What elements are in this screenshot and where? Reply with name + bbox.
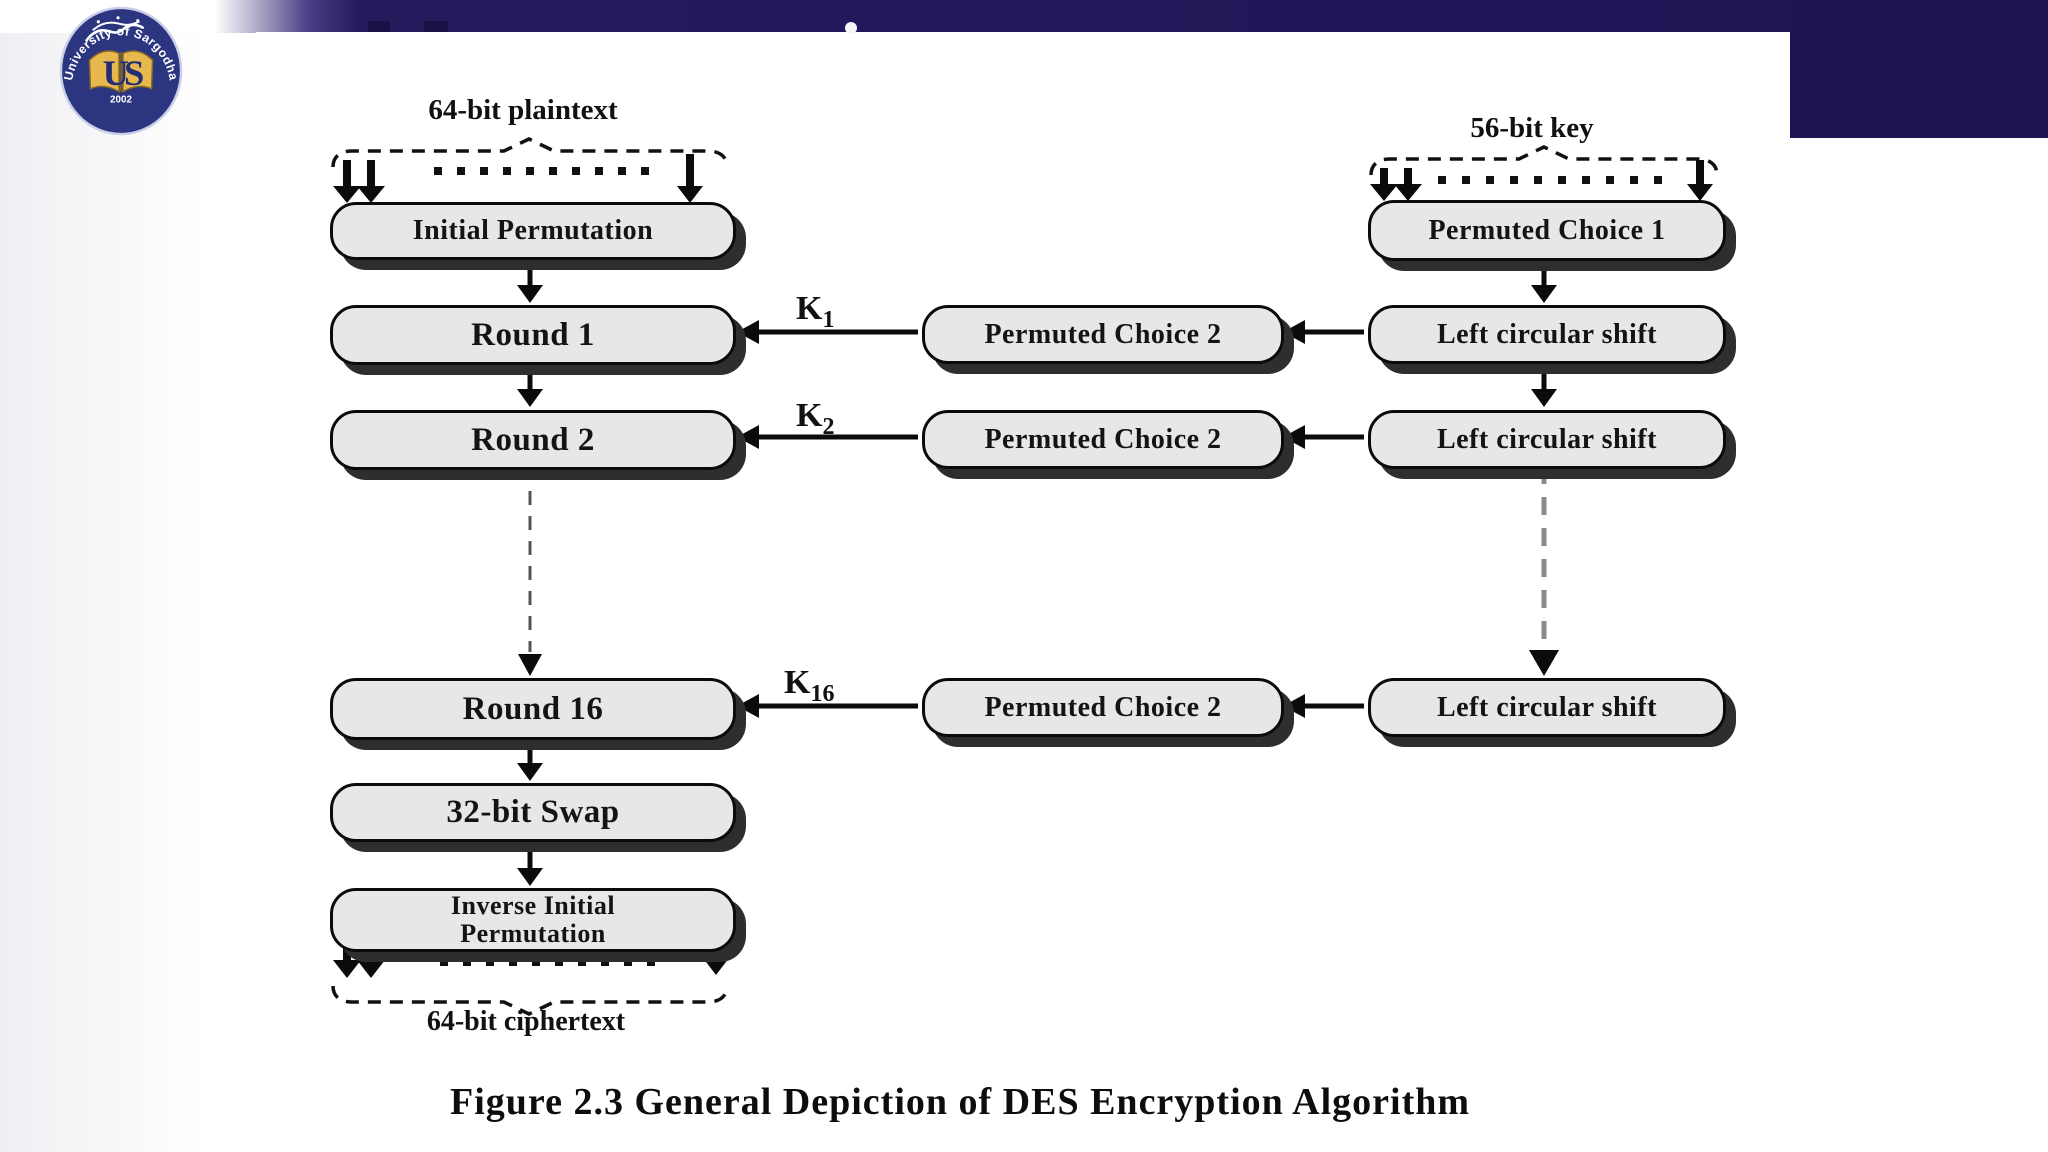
key-brace [1369, 145, 1719, 176]
figure-caption: Figure 2.3 General Depiction of DES Encr… [450, 1081, 1471, 1123]
logo-year: 2002 [110, 95, 132, 106]
key-label-k1: K1 [796, 290, 835, 333]
corner-navy-block [1790, 0, 2048, 138]
left-gradient-strip [0, 33, 240, 1152]
key-label: 56-bit key [1470, 112, 1594, 144]
node-inverse-initial-permutation: Inverse Initial Permutation [330, 888, 736, 952]
university-logo: US 2002 University of Sargodha [59, 6, 183, 136]
node-32-bit-swap: 32-bit Swap [330, 783, 736, 842]
node-round-1: Round 1 [330, 305, 736, 365]
node-left-circular-shift-row2: Left circular shift [1368, 410, 1726, 469]
plaintext-label: 64-bit plaintext [428, 94, 618, 126]
plaintext-bit-dots [434, 167, 649, 175]
node-permuted-choice-2-row1: Permuted Choice 2 [922, 305, 1284, 364]
node-round-16: Round 16 [330, 678, 736, 740]
node-left-circular-shift-row1: Left circular shift [1368, 305, 1726, 364]
logo-calligraphy [85, 16, 144, 42]
ciphertext-brace [331, 985, 729, 1016]
node-permuted-choice-2-row2: Permuted Choice 2 [922, 410, 1284, 469]
key-label-k2: K2 [796, 397, 835, 440]
hidden-title-fragment [424, 21, 448, 32]
title-bar [0, 0, 2048, 33]
key-bit-dots [1438, 176, 1662, 184]
plaintext-brace [331, 137, 729, 168]
logo-book-icon [88, 50, 154, 93]
node-initial-permutation: Initial Permutation [330, 202, 736, 260]
node-round-2: Round 2 [330, 410, 736, 470]
hidden-title-fragment [368, 21, 390, 32]
node-left-circular-shift-row3: Left circular shift [1368, 678, 1726, 737]
inverse-initial-line2: Permutation [460, 919, 606, 948]
key-label-k16: K16 [784, 664, 835, 707]
ciphertext-label: 64-bit ciphertext [426, 1006, 626, 1037]
inverse-initial-line1: Inverse Initial [450, 891, 616, 920]
node-permuted-choice-2-row3: Permuted Choice 2 [922, 678, 1284, 737]
band-dot-artifact [845, 22, 857, 34]
node-permuted-choice-1: Permuted Choice 1 [1368, 200, 1726, 261]
ciphertext-bit-dots [440, 958, 655, 966]
